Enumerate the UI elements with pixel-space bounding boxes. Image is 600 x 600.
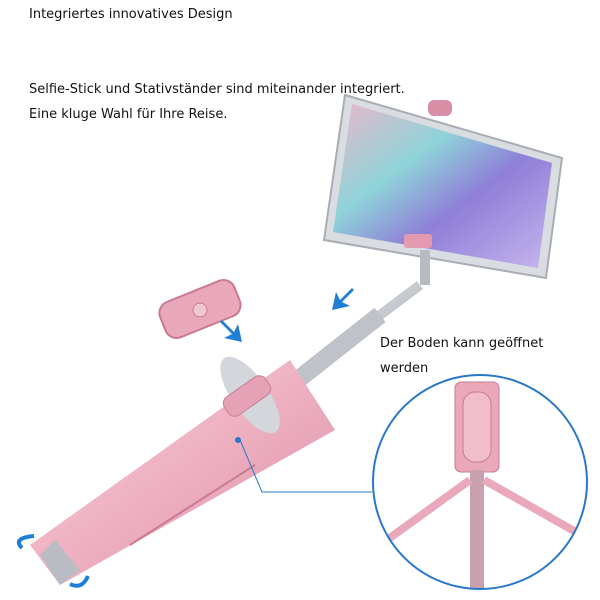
arrow-icon (332, 288, 354, 310)
rotate-arrow-icon (17, 534, 35, 550)
telescopic-rod (294, 250, 430, 386)
phone (322, 93, 564, 280)
callout-line-2: werden (380, 361, 429, 376)
heading: Integriertes innovatives Design (29, 7, 233, 22)
remote-control (158, 279, 242, 339)
callout-line-1: Der Boden kann geöffnet (380, 336, 544, 351)
handle-button (222, 375, 272, 417)
callout-line (239, 439, 372, 493)
clamp-knob (428, 100, 452, 116)
led-indicator (235, 437, 241, 443)
description-line-1: Selfie-Stick und Stativständer sind mite… (29, 82, 405, 97)
handle (30, 356, 335, 585)
phone-clamp (404, 234, 432, 248)
detail-circle (372, 374, 588, 590)
description-line-2: Eine kluge Wahl für Ihre Reise. (29, 107, 228, 122)
rotate-arrow-icon (69, 575, 90, 588)
tripod-detail (372, 374, 588, 590)
arrow-icon (220, 320, 242, 342)
